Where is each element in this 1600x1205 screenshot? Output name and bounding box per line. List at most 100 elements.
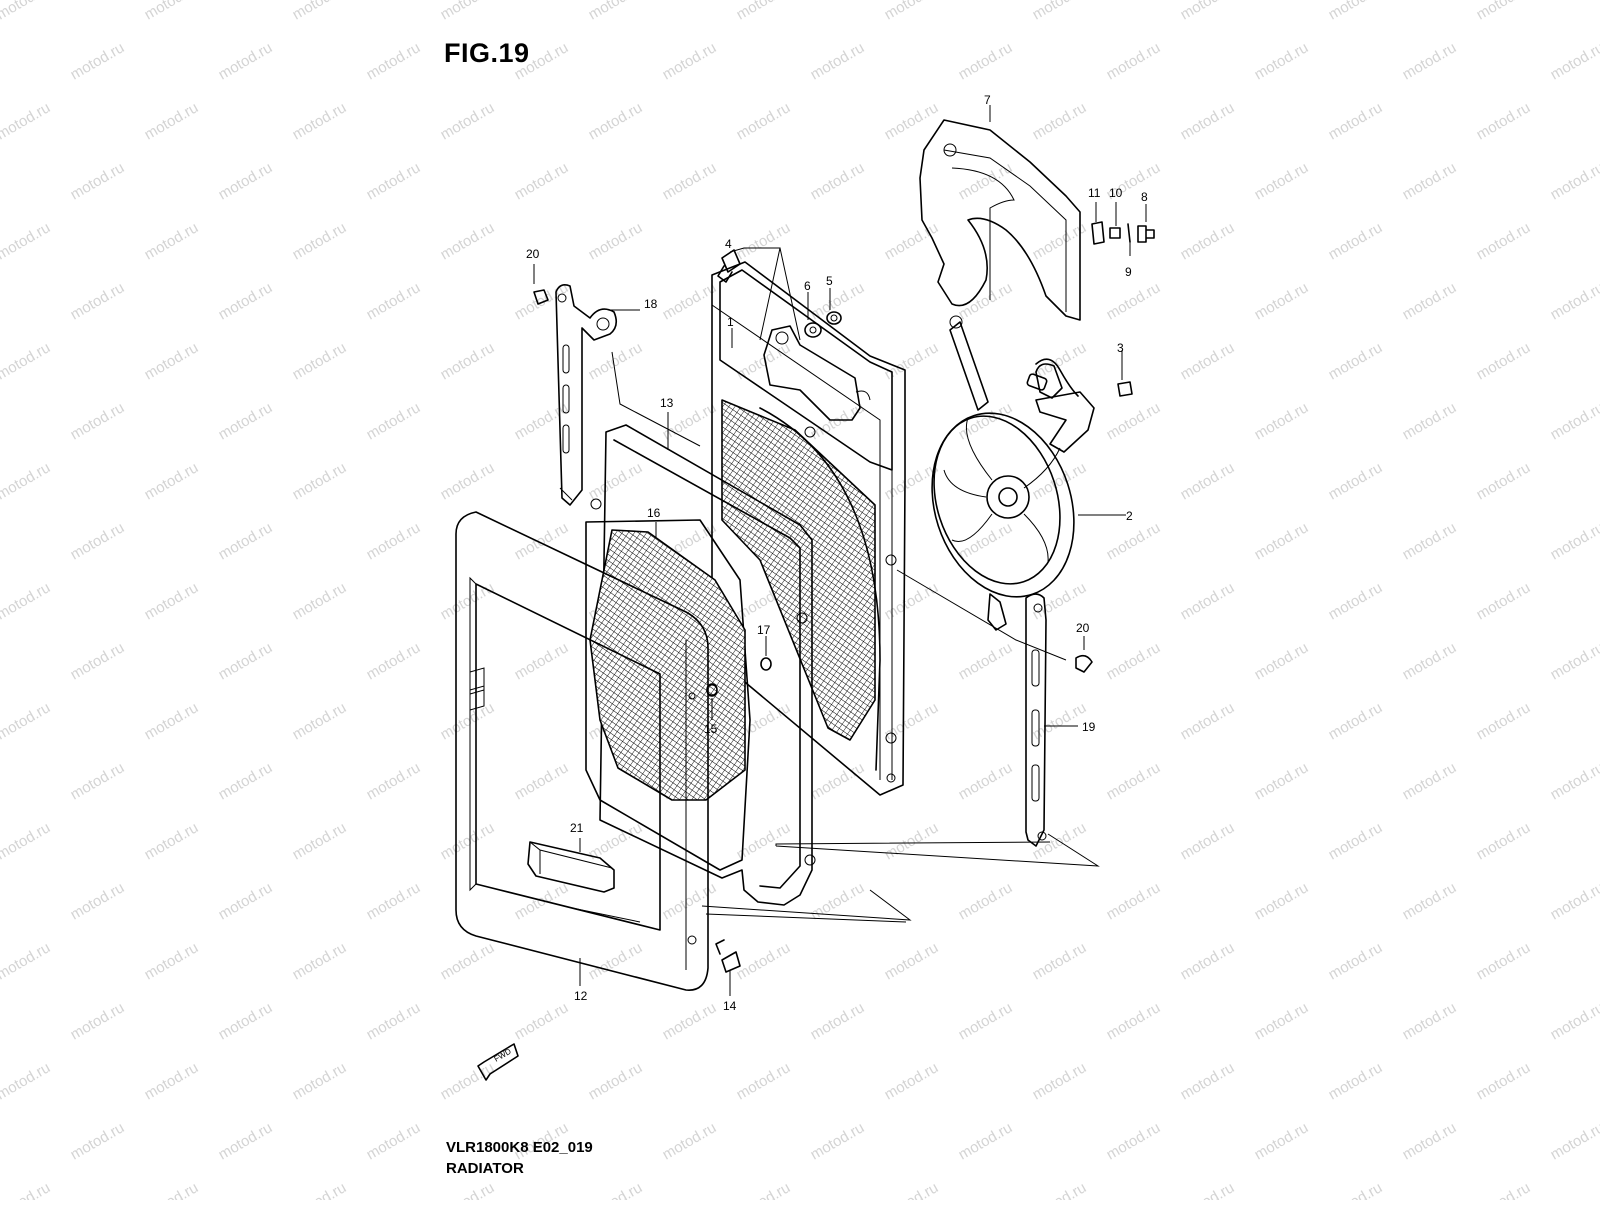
watermark-text: motod.ru [1400,999,1460,1043]
watermark-text: motod.ru [216,399,276,443]
watermark-text: motod.ru [1178,99,1238,143]
watermark-text: motod.ru [1030,0,1090,23]
watermark-text: motod.ru [142,339,202,383]
watermark-text: motod.ru [660,999,720,1043]
watermark-text: motod.ru [1548,999,1600,1043]
watermark-text: motod.ru [1474,699,1534,743]
mesh-screen-16 [586,520,750,870]
watermark-text: motod.ru [290,939,350,983]
watermark-text: motod.ru [364,279,424,323]
watermark-text: motod.ru [586,1179,646,1200]
watermark-text: motod.ru [364,639,424,683]
watermark-text: motod.ru [438,339,498,383]
watermark-text: motod.ru [1030,579,1090,623]
watermark-text: motod.ru [1178,219,1238,263]
watermark-text: motod.ru [438,579,498,623]
watermark-text: motod.ru [1030,939,1090,983]
watermark-text: motod.ru [808,999,868,1043]
watermark-text: motod.ru [290,339,350,383]
watermark-text: motod.ru [0,1059,53,1103]
watermark-text: motod.ru [660,279,720,323]
watermark-text: motod.ru [216,999,276,1043]
watermark-text: motod.ru [1252,879,1312,923]
watermark-text: motod.ru [1178,1059,1238,1103]
watermark-text: motod.ru [216,759,276,803]
watermark-text: motod.ru [1252,39,1312,83]
callout-6: 6 [804,279,811,293]
watermark-text: motod.ru [660,159,720,203]
callout-5: 5 [826,274,833,288]
watermark-text: motod.ru [1326,579,1386,623]
callout-11: 11 [1088,186,1101,200]
watermark-text: motod.ru [1326,1179,1386,1200]
watermark-text: motod.ru [882,339,942,383]
watermark-text: motod.ru [956,519,1016,563]
watermark-text: motod.ru [1400,399,1460,443]
callout-7: 7 [984,93,991,107]
watermark-text: motod.ru [1400,519,1460,563]
watermark-text: motod.ru [364,519,424,563]
watermark-text: motod.ru [734,0,794,23]
watermark-text: motod.ru [1104,759,1164,803]
watermark-text: motod.ru [142,0,202,23]
watermark-text: motod.ru [1474,0,1534,23]
watermark-text: motod.ru [1474,939,1534,983]
watermark-text: motod.ru [956,639,1016,683]
watermark-text: motod.ru [1548,399,1600,443]
callout-20-right: 20 [1076,621,1090,635]
watermark-text: motod.ru [734,219,794,263]
watermark-text: motod.ru [0,0,53,23]
watermark-text: motod.ru [882,1059,942,1103]
watermark-text: motod.ru [0,339,53,383]
watermark-text: motod.ru [882,1179,942,1200]
watermark-text: motod.ru [68,39,128,83]
watermark-text: motod.ru [1178,579,1238,623]
watermark-text: motod.ru [142,219,202,263]
watermark-text: motod.ru [364,399,424,443]
watermark-text: motod.ru [216,519,276,563]
watermark-text: motod.ru [364,999,424,1043]
watermark-text: motod.ru [1104,639,1164,683]
watermark-text: motod.ru [1178,459,1238,503]
watermark-text: motod.ru [1400,279,1460,323]
callout-18: 18 [644,297,658,311]
watermark-text: motod.ru [1252,999,1312,1043]
watermark-text: motod.ru [1326,459,1386,503]
watermark-text: motod.ru [290,1059,350,1103]
watermark-text: motod.ru [586,459,646,503]
watermark-text: motod.ru [1326,99,1386,143]
watermark-text: motod.ru [1400,639,1460,683]
watermark-text: motod.ru [956,1119,1016,1163]
watermark-text: motod.ru [290,579,350,623]
watermark-text: motod.ru [956,999,1016,1043]
callout-21: 21 [570,821,584,835]
watermark-text: motod.ru [882,579,942,623]
watermark-text: motod.ru [660,879,720,923]
watermark-text: motod.ru [1326,699,1386,743]
watermark-text: motod.ru [1104,279,1164,323]
watermark-text: motod.ru [68,759,128,803]
watermark-text: motod.ru [142,579,202,623]
model-code: VLR1800K8 E02_019 [446,1139,593,1156]
watermark-text: motod.ru [364,1119,424,1163]
watermark-text: motod.ru [1104,399,1164,443]
watermark-text: motod.ru [1178,819,1238,863]
watermark-text: motod.ru [512,399,572,443]
watermark-text: motod.ru [364,159,424,203]
watermark-text: motod.ru [438,0,498,23]
watermark-text: motod.ru [364,759,424,803]
watermark-text: motod.ru [882,0,942,23]
callout-2: 2 [1126,509,1133,523]
watermark-text: motod.ru [216,279,276,323]
watermark-text: motod.ru [1252,1119,1312,1163]
watermark-text: motod.ru [1178,939,1238,983]
watermark-text: motod.ru [1104,39,1164,83]
callout-1: 1 [727,315,734,329]
watermark-text: motod.ru [0,579,53,623]
watermark-text: motod.ru [882,699,942,743]
watermark-text: motod.ru [808,159,868,203]
watermark-text: motod.ru [586,99,646,143]
watermark-text: motod.ru [734,99,794,143]
watermark-text: motod.ru [1030,99,1090,143]
